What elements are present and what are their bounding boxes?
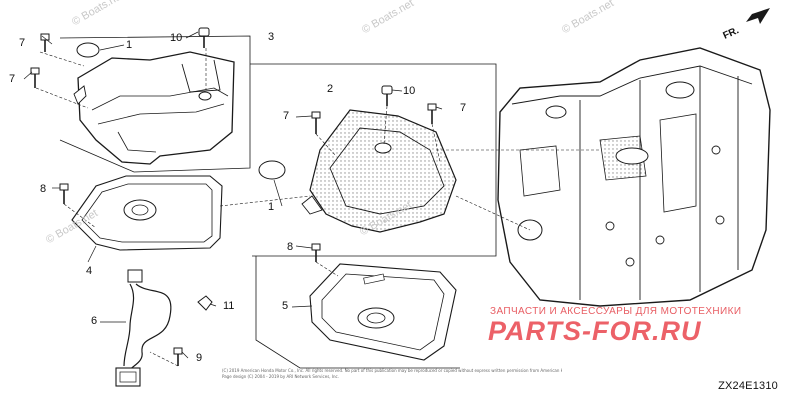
group-frame-3 [59,35,251,173]
callout-5: 5 [282,300,289,312]
callout-7-mid: 7 [283,110,290,122]
callout-10-mid: 10 [403,85,416,97]
diagram-code: ZX24E1310 [718,380,778,392]
watermark-ru-logo: PARTS-FOR.RU [488,316,702,346]
copyright-line-1: (C) 2019 American Honda Motor Co., Inc. … [222,368,562,373]
callout-2: 2 [327,83,334,95]
callout-7-top: 7 [19,37,26,49]
upper-cover-part [73,42,235,165]
bolt-10-top [198,27,210,48]
bolt-9 [173,347,183,366]
copyright-notice: (C) 2019 American Honda Motor Co., Inc. … [222,368,562,380]
leader-lines [23,31,443,359]
bolt-8-left [59,183,69,204]
gasket-part-5 [309,263,457,361]
callout-7-left: 7 [9,73,16,85]
callout-9: 9 [196,352,203,364]
clip-11 [197,295,213,311]
callout-4: 4 [86,265,93,277]
bolt-7-left [30,67,40,88]
gasket-part-4 [71,175,223,251]
fr-arrow-icon [746,8,770,24]
callout-6: 6 [91,315,98,327]
bolt-7-right [427,103,437,124]
group-frame-5 [255,256,460,369]
guide-lines [35,48,600,367]
callout-10-top: 10 [170,32,183,44]
watermark-ru-text: ЗАПЧАСТИ И АКСЕССУАРЫ ДЛЯ МОТОТЕХНИКИ [490,306,742,317]
bolt-7-top [40,33,50,52]
callout-8-mid: 8 [287,241,294,253]
copyright-line-2: Page design (C) 2004 - 2019 by ARI Netwo… [222,374,340,379]
bolt-10-mid [381,85,393,106]
engine-block [497,47,771,307]
lower-cover-part-2 [258,109,457,233]
callout-1-mid: 1 [268,201,275,213]
callout-3: 3 [268,31,275,43]
callout-1-top: 1 [126,39,133,51]
sensor-harness-part-6 [115,269,172,387]
callout-8-left: 8 [40,183,47,195]
bolt-8-mid [311,243,321,262]
callout-11: 11 [223,300,235,312]
callout-7-right: 7 [460,102,467,114]
group-frame-2 [250,63,497,257]
bolt-7-mid [311,111,321,134]
